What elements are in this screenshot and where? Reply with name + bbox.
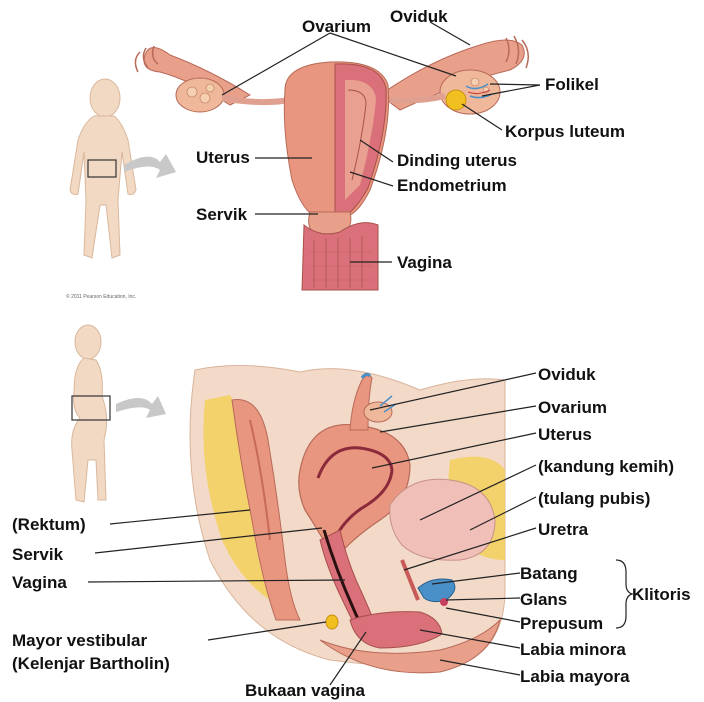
- label-uterus-bottom: Uterus: [538, 425, 592, 444]
- label-batang: Batang: [520, 564, 578, 583]
- label-oviduk-top: Oviduk: [390, 7, 448, 26]
- top-panel: Ovarium Oviduk Folikel Korpus luteum Ute…: [66, 7, 625, 300]
- label-dinding-uterus: Dinding uterus: [397, 151, 517, 170]
- label-klitoris: Klitoris: [632, 585, 691, 604]
- label-glans: Glans: [520, 590, 567, 609]
- label-mayor-vestibular: Mayor vestibular: [12, 631, 147, 650]
- pointer-arrow-side: [116, 396, 166, 418]
- copyright-notice: © 2011 Pearson Education, Inc.: [66, 293, 136, 300]
- label-kandung-kemih: (kandung kemih): [538, 457, 674, 476]
- label-korpus-luteum: Korpus luteum: [505, 122, 625, 141]
- label-labia-mayora: Labia mayora: [520, 667, 630, 686]
- label-prepusum: Prepusum: [520, 614, 603, 633]
- label-vagina-top: Vagina: [397, 253, 452, 272]
- label-oviduk-bottom: Oviduk: [538, 365, 596, 384]
- side-body-silhouette: [72, 325, 110, 502]
- label-labia-minora: Labia minora: [520, 640, 626, 659]
- sagittal-illustration: [190, 365, 505, 672]
- label-kelenjar-bartholin: (Kelenjar Bartholin): [12, 654, 170, 673]
- label-uretra: Uretra: [538, 520, 589, 539]
- label-tulang-pubis: (tulang pubis): [538, 489, 650, 508]
- label-servik-top: Servik: [196, 205, 248, 224]
- label-uterus-top: Uterus: [196, 148, 250, 167]
- label-endometrium: Endometrium: [397, 176, 507, 195]
- label-bukaan-vagina: Bukaan vagina: [245, 681, 366, 700]
- label-ovarium-top: Ovarium: [302, 17, 371, 36]
- label-rektum: (Rektum): [12, 515, 86, 534]
- label-folikel: Folikel: [545, 75, 599, 94]
- label-ovarium-bottom: Ovarium: [538, 398, 607, 417]
- label-vagina-bottom: Vagina: [12, 573, 67, 592]
- label-servik-bottom: Servik: [12, 545, 64, 564]
- bottom-panel: Oviduk Ovarium Uterus (kandung kemih) (t…: [12, 325, 691, 700]
